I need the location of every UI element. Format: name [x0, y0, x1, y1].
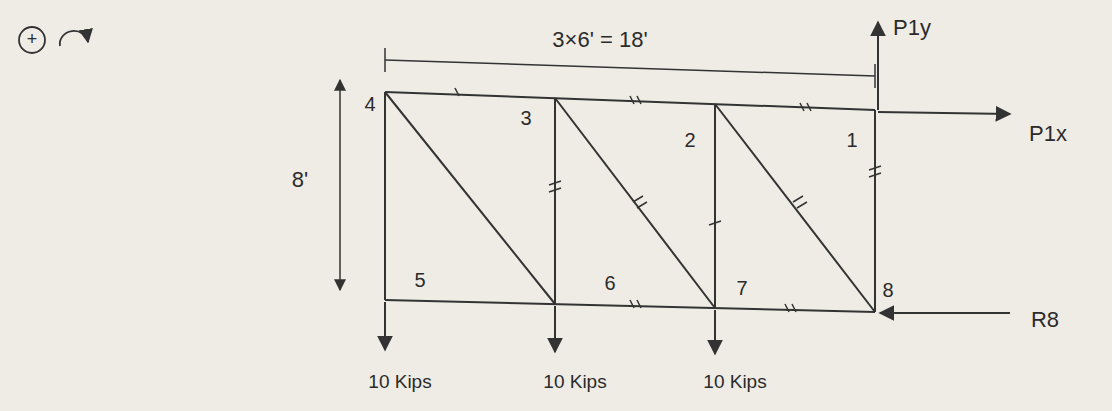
tick-mark [630, 96, 641, 104]
joint-number: 4 [361, 92, 378, 116]
joint-number: 5 [411, 268, 428, 292]
force-label: P1y [890, 15, 934, 41]
load-arrow [384, 302, 386, 350]
bottom-chord [385, 300, 875, 312]
dimension-tick [874, 64, 876, 88]
force-label: P1x [1026, 121, 1070, 147]
diagonal-member [385, 92, 555, 304]
vertical-member [384, 92, 386, 300]
diagonal-member [555, 98, 715, 308]
tick-mark [549, 181, 561, 192]
vertical-member [554, 98, 556, 304]
span-dimension-line [385, 60, 875, 76]
joint-number: 1 [843, 128, 860, 152]
tick-mark [793, 196, 807, 208]
rotation-arrow [60, 31, 88, 46]
span-dimension: 3×6' = 18' [549, 27, 650, 53]
sign-symbol: + [24, 29, 41, 51]
sign-circle [19, 27, 45, 53]
vertical-member [714, 104, 716, 308]
reaction-arrow [880, 312, 1010, 314]
joint-number: 3 [517, 106, 534, 130]
joint-number: 6 [601, 271, 618, 295]
joint-number: 7 [733, 276, 750, 300]
load-arrow [714, 310, 716, 354]
tick-mark [800, 103, 811, 111]
force-label: R8 [1028, 307, 1062, 333]
reaction-arrow [878, 112, 1010, 114]
height-dimension-line [339, 80, 341, 290]
tick-mark [869, 166, 881, 177]
reaction-arrow [877, 22, 879, 110]
member-tick-marks [455, 88, 881, 312]
height-dimension: 8' [289, 167, 311, 193]
tick-mark [633, 196, 647, 208]
tick-mark [709, 221, 721, 225]
sign-convention [19, 27, 88, 53]
load-arrow [554, 306, 556, 352]
tick-mark [785, 304, 796, 312]
dimension-lines [340, 48, 875, 290]
diagonal-member [715, 104, 875, 312]
vertical-member [874, 110, 876, 312]
load-value: 10 Kips [700, 371, 769, 394]
dimension-tick [384, 48, 386, 72]
load-value: 10 Kips [365, 371, 434, 394]
load-value: 10 Kips [540, 371, 609, 394]
force-arrows [385, 22, 1010, 354]
tick-mark [630, 300, 641, 308]
truss-members [385, 92, 875, 312]
joint-number: 2 [681, 128, 698, 152]
joint-number: 8 [879, 278, 896, 302]
tick-mark [455, 88, 459, 96]
